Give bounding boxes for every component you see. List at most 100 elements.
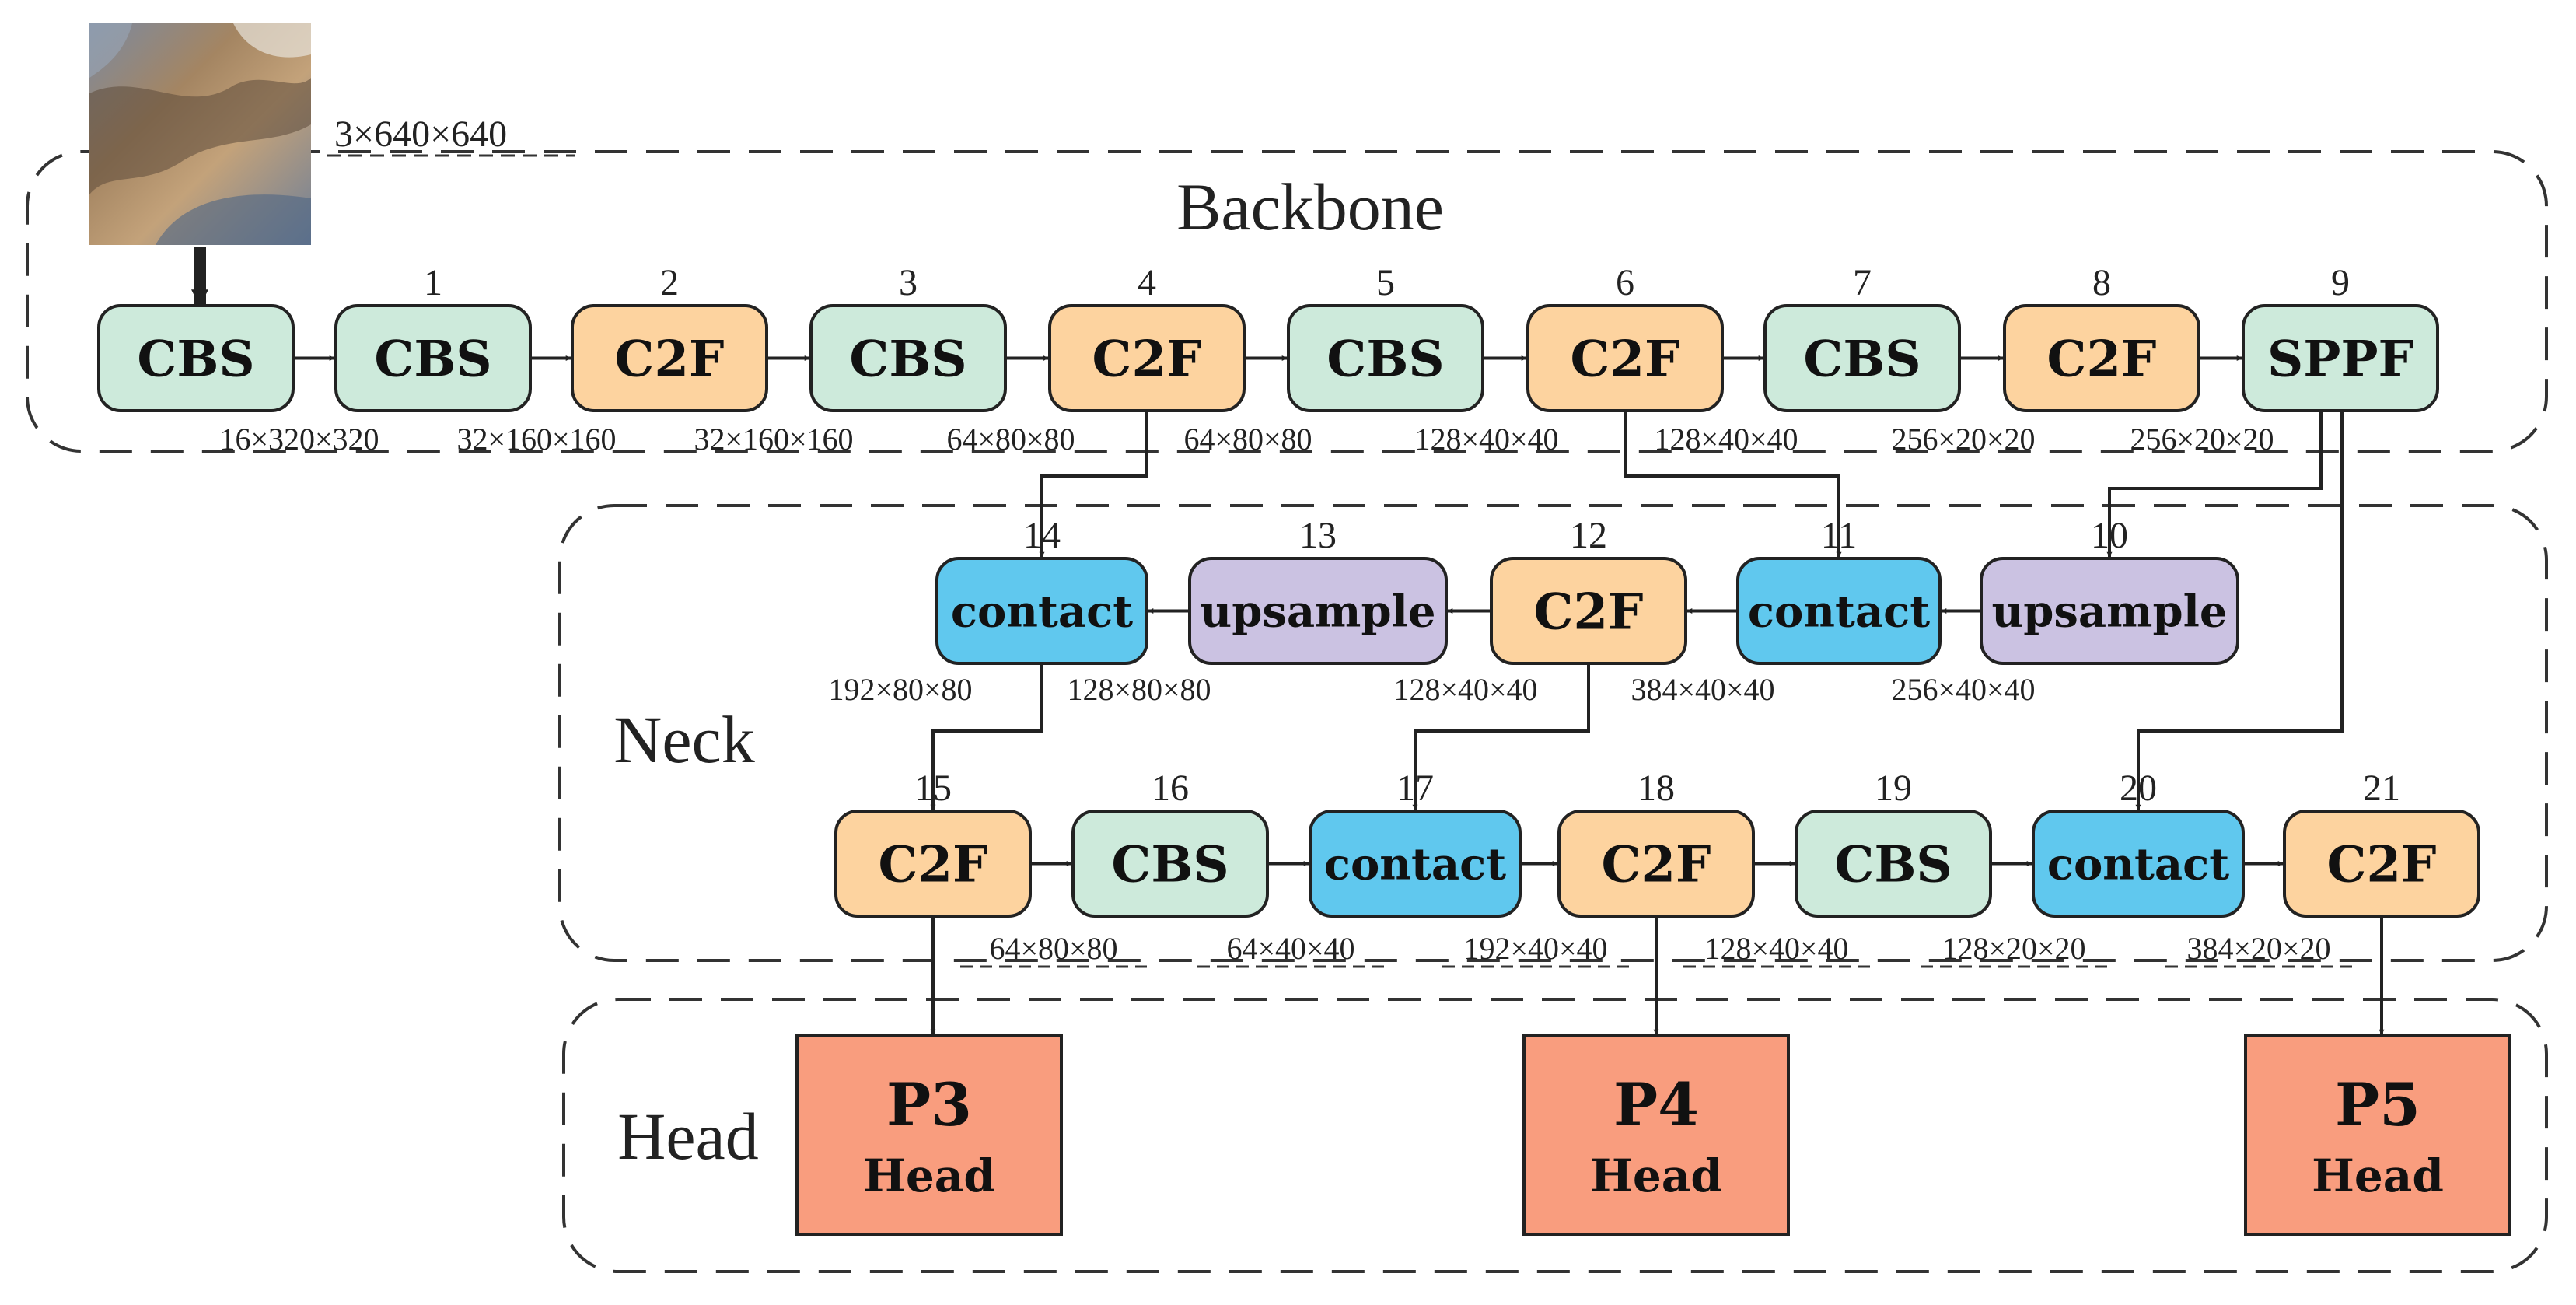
backbone-title: Backbone [1176,170,1444,244]
node-label: CBS [849,331,966,389]
head-box [1522,1034,1790,1236]
node-c2f-4: C2F 4 [1048,262,1246,412]
dimension-label: 256×20×20 [2130,422,2274,457]
node-label: C2F [2047,331,2157,389]
node-box [935,557,1148,665]
node-box [334,304,532,412]
node-index: 16 [1152,768,1189,809]
node-index: 4 [1138,262,1156,303]
node-cbs-19: CBS 19 [1795,768,1992,918]
node-index: 14 [1023,515,1061,556]
node-box [1526,304,1724,412]
node-label: C2F [1602,836,1711,894]
node-label: CBS [137,331,254,389]
node-label: contact [1748,586,1930,638]
head-subtitle: Head [1590,1149,1722,1202]
node-label: CBS [1803,331,1921,389]
dimension-label: 64×40×40 [1226,931,1354,966]
node-label: C2F [1571,331,1680,389]
node-label: CBS [1834,836,1952,894]
node-label: CBS [374,331,491,389]
node-box [1736,557,1942,665]
node-label: C2F [615,331,725,389]
node-index: 1 [424,262,442,303]
dimension-label: 192×40×40 [1463,931,1607,966]
dimension-label: 64×80×80 [989,931,1117,966]
node-c2f-15: C2F 15 [834,768,1032,918]
node-box [1309,810,1522,918]
node-index: 19 [1875,768,1912,809]
edge-n14-n15 [930,663,1043,810]
node-box [1557,810,1755,918]
node-contact-14: contact 14 [935,515,1148,665]
dimension-label: 256×40×40 [1891,672,2035,707]
head-title: P3 [886,1070,972,1139]
node-index: 9 [2331,262,2350,303]
edge-n9-n10 [2106,411,2323,558]
node-label: C2F [1534,583,1644,642]
node-index: 15 [914,768,952,809]
node-index: 2 [660,262,679,303]
node-index: 8 [2092,262,2111,303]
edge-n12-n17 [1412,663,1590,810]
node-box [2242,304,2439,412]
node-box [1795,810,1992,918]
neck-container [558,504,2548,962]
node-box [1287,304,1484,412]
dimension-label: 128×40×40 [1654,422,1798,457]
node-box [1490,557,1687,665]
node-index: 21 [2363,768,2400,809]
node-label: contact [951,586,1133,638]
node-c2f-12: C2F 12 [1490,515,1687,665]
node-label: C2F [2327,836,2437,894]
node-label: SPPF [2267,331,2413,389]
backbone-container [26,150,2548,453]
dimension-label: 384×20×20 [2186,931,2330,966]
node-cbs-1: CBS 1 [334,262,532,412]
node-box [1071,810,1269,918]
node-label: upsample [1201,586,1436,638]
node-label: C2F [879,836,988,894]
head-box [2244,1034,2511,1236]
dimension-label: 384×40×40 [1631,672,1774,707]
node-label: CBS [1111,836,1229,894]
dimension-label: 128×40×40 [1704,931,1848,966]
node-box [97,304,295,412]
node-box [2032,810,2245,918]
node-c2f-6: C2F 6 [1526,262,1724,412]
node-label: C2F [1092,331,1202,389]
node-index: 12 [1570,515,1607,556]
node-index: 3 [899,262,918,303]
node-box [1980,557,2239,665]
node-index: 6 [1616,262,1634,303]
input-dims: 3×640×640 [334,114,507,155]
dimension-label: 64×80×80 [946,422,1075,457]
head-title: P5 [2335,1070,2420,1139]
node-index: 5 [1376,262,1395,303]
node-index: 17 [1396,768,1434,809]
node-label: upsample [1992,586,2228,638]
node-box [1188,557,1448,665]
neck-title: Neck [613,702,754,777]
dimension-label: 128×40×40 [1393,672,1537,707]
head-subtitle: Head [2312,1149,2444,1202]
dimension-label: 128×80×80 [1067,672,1211,707]
input-image [89,23,311,245]
node-sppf-9: SPPF 9 [2242,262,2439,412]
node-box [1763,304,1961,412]
node-label: contact [1324,839,1506,890]
edge-n4-n14 [1039,411,1148,558]
node-c2f-2: C2F 2 [571,262,768,412]
head-title: Head [617,1099,758,1174]
dimension-label: 128×20×20 [1942,931,2085,966]
